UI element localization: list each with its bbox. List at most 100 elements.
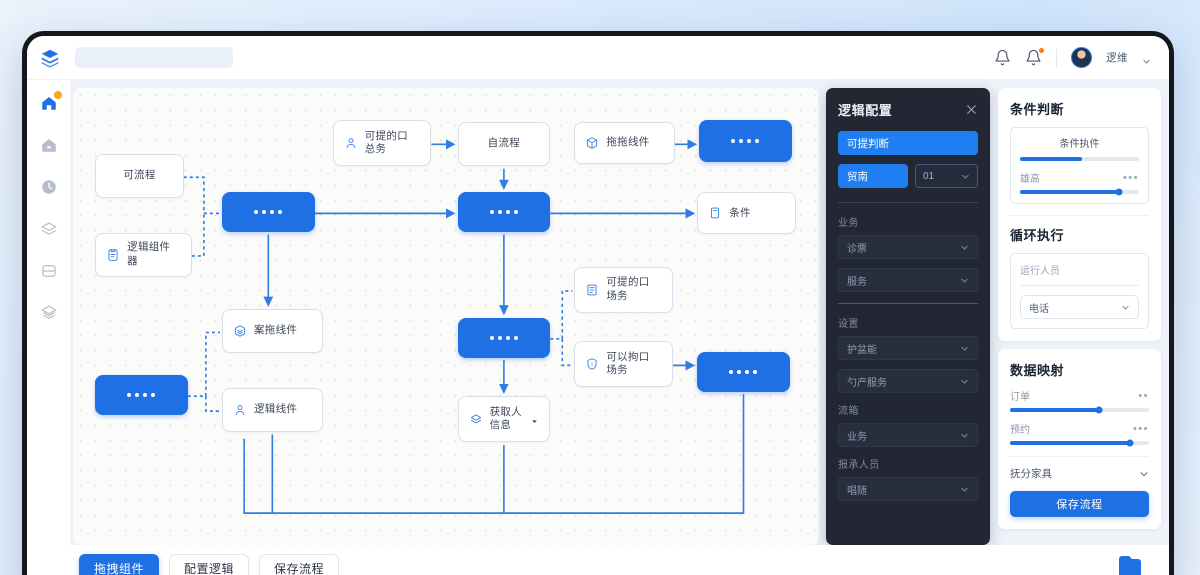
node-label: 自流程 [487,137,521,150]
diamond-icon [469,412,483,426]
logic-chip-select[interactable]: 01 [915,164,978,188]
sidebar-badge [53,91,62,99]
node-label: 可提的口 总务 [364,129,408,155]
user-name: 逻维 [1106,52,1128,64]
logic-section-label-2: 流箱 [838,406,859,417]
brand-logo-icon[interactable] [39,47,61,69]
logic-panel-header: 逻辑配置 [838,100,978,119]
search-input[interactable] [75,47,233,68]
mapping-slider[interactable] [1010,439,1149,447]
flow-node-n3[interactable] [222,192,315,233]
flow-node-n17[interactable]: 获取人 信息 [457,396,551,443]
node-dots-icon [489,210,518,215]
logic-field-0-0[interactable]: 诊票 [838,235,978,259]
flow-node-n10[interactable]: 可提的口 场务 [574,266,674,313]
clipboard-icon [106,248,120,262]
condition-row: 雄高 ••• [1020,170,1139,185]
logic-chip-select-value: 01 [923,170,935,182]
mapping-title: 数据映射 [1010,363,1065,378]
loop-select[interactable]: 电话 [1020,295,1139,319]
mapping-row-label: 订单 [1010,392,1030,403]
flow-node-n4[interactable]: 可提的口 总务 [332,119,432,166]
node-dots-icon [127,392,156,397]
sidebar-item-stack[interactable] [40,304,58,322]
node-label: 可以拘口 场务 [606,350,650,376]
bell-icon[interactable] [994,49,1011,66]
flow-node-n6[interactable]: 拖拖线件 [574,122,676,164]
tab-drag-components[interactable]: 拖拽组件 [79,554,160,575]
node-label: 可流程 [123,169,156,182]
flow-node-n13[interactable]: 逻辑线件 [222,387,323,432]
mapping-slider[interactable] [1010,406,1149,414]
condition-row-menu[interactable]: ••• [1122,171,1139,184]
node-label: 逻辑线件 [254,403,298,416]
logic-field-3-0[interactable]: 唱随 [838,477,978,501]
mapping-row: 订单 •• [1010,388,1149,403]
sidebar-item-dashboard[interactable] [40,136,58,154]
chevron-down-icon [960,344,969,353]
folder-action[interactable] [1117,554,1151,575]
flow-node-n16[interactable] [697,351,790,392]
hexagon-icon [233,324,247,338]
flow-canvas[interactable]: 可流程逻辑组件 器 可提的口 总务 自流程 拖拖线件条件可提的口 场务案拖线件逻辑线件… [73,88,818,545]
flow-node-n5[interactable]: 自流程 [457,122,551,166]
flow-node-n11[interactable]: 案拖线件 [222,309,323,354]
mapping-row-menu[interactable]: ••• [1132,422,1149,435]
mapping-footer-select[interactable]: 抚分家具 [1010,466,1149,481]
sidebar-item-layers[interactable] [40,220,58,238]
folder-icon[interactable] [1117,554,1151,575]
sidebar-item-database[interactable] [40,262,58,280]
logic-section-label-1: 设置 [838,319,859,330]
logic-chip-button[interactable]: 贸南 [838,164,908,188]
tab-configure-logic[interactable]: 配置逻辑 [169,554,250,575]
node-dots-icon [254,210,283,215]
panel-divider [1010,215,1149,216]
condition-box-title: 条件执件 [1059,139,1100,150]
node-label: 拖拖线件 [606,136,650,149]
sidebar-item-home-active[interactable] [40,91,62,112]
loop-input-group[interactable]: 运行人员 电话 [1010,253,1149,329]
logic-field-1-1[interactable]: 勺产服务 [838,369,978,393]
chevron-down-icon [960,377,969,386]
logic-chip-row: 贸南 01 [838,164,978,188]
save-flow-button[interactable]: 保存流程 [1010,491,1149,517]
logic-field-0-1[interactable]: 服务 [838,268,978,292]
chevron-down-icon [1139,469,1149,479]
server-icon [585,283,599,297]
condition-slider[interactable] [1020,188,1139,196]
loop-title: 循环执行 [1010,228,1065,243]
flow-node-n8[interactable] [457,192,551,233]
chevron-down-icon [960,485,969,494]
node-label: 逻辑组件 器 [127,241,171,267]
sidebar-rail [27,80,71,545]
avatar[interactable] [1071,47,1092,68]
node-label: 获取人 信息 [489,406,522,432]
mapping-panel: 数据映射 订单 •• 预约 ••• [998,349,1161,529]
sidebar-item-history[interactable] [40,178,58,196]
close-icon[interactable] [965,103,978,116]
box-icon [585,136,599,150]
logic-section-label-3: 报承人员 [838,460,880,471]
chevron-down-icon[interactable] [1142,53,1151,64]
chevron-down-icon [960,276,969,285]
chevron-down-icon[interactable] [531,416,538,423]
condition-progress-bar [1020,157,1139,161]
bell-alert-icon[interactable] [1025,47,1045,66]
flow-node-n9[interactable]: 条件 [697,192,796,235]
file-icon [708,206,722,220]
loop-input-underline [1020,285,1139,286]
logic-field-1-0[interactable]: 护盆能 [838,336,978,360]
flow-node-n7[interactable] [699,119,792,162]
flow-node-n1[interactable]: 可流程 [95,153,184,198]
flow-node-n14[interactable] [457,317,551,358]
app-header: 逻维 [27,36,1169,80]
tab-save-flow[interactable]: 保存流程 [259,554,340,575]
condition-box[interactable]: 条件执件 雄高 ••• [1010,127,1149,204]
logic-field-2-0[interactable]: 业务 [838,423,978,447]
mapping-row-menu[interactable]: •• [1138,389,1149,402]
flow-node-n2[interactable]: 逻辑组件 器 [95,232,192,277]
chevron-down-icon [960,243,969,252]
logic-primary-button[interactable]: 可提判断 [838,131,978,155]
flow-node-n12[interactable] [95,374,188,415]
flow-node-n15[interactable]: 可以拘口 场务 [574,340,674,387]
